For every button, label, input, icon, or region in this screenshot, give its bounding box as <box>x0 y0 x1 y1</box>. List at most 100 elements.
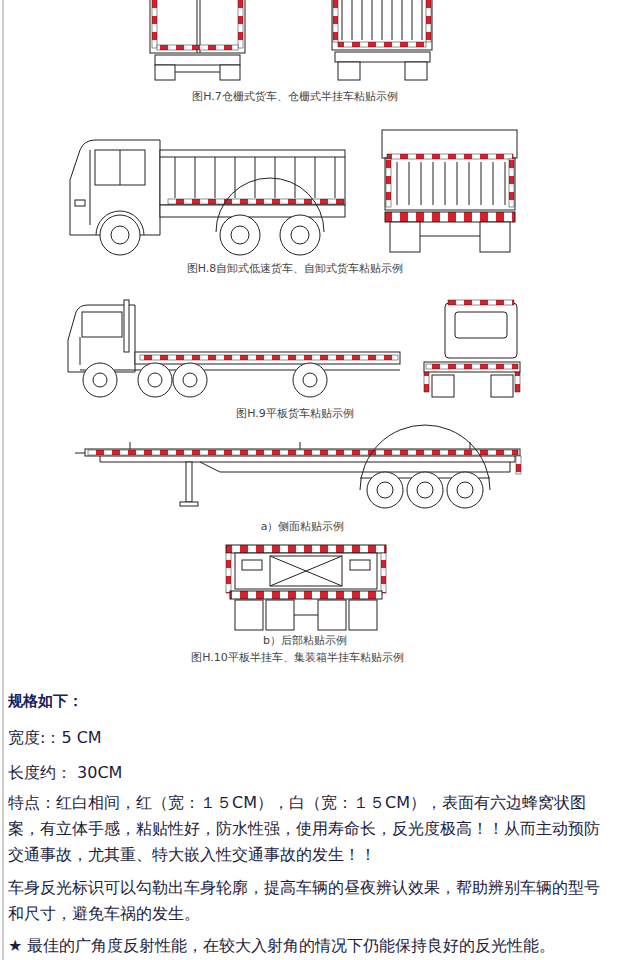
view-caption: b）后部粘贴示例 <box>0 634 610 648</box>
outline-rect <box>226 553 231 593</box>
outline-rect <box>385 158 515 210</box>
outline-rect <box>235 600 263 630</box>
outline-line <box>397 162 398 205</box>
semitrailer-rear <box>226 545 386 630</box>
outline-rect <box>381 553 386 593</box>
page-border <box>3 0 4 960</box>
outline-line <box>215 157 216 198</box>
highlight-note: ★ 最佳的广角度反射性能，在较大入射角的情况下仍能保持良好的反光性能。 <box>8 933 613 959</box>
outline-rect <box>432 375 454 397</box>
outline-rect <box>515 372 520 392</box>
wheel-circle <box>367 472 403 508</box>
outline-line <box>335 157 336 198</box>
outline-path <box>100 456 515 462</box>
outline-rect <box>155 65 175 80</box>
outline-rect <box>180 502 198 506</box>
outline-rect <box>230 591 382 599</box>
outline-rect <box>266 600 294 630</box>
outline-rect <box>82 312 122 337</box>
flatbed-truck-rear <box>424 300 520 397</box>
outline-line <box>315 157 316 198</box>
wheel-circle <box>377 482 393 498</box>
box-truck-side <box>150 0 245 80</box>
figure-caption: 图H.10平板半挂车、集装箱半挂车粘贴示例 <box>0 651 595 665</box>
outline-line <box>80 337 81 365</box>
outline-line <box>235 157 236 198</box>
stake-truck-rear <box>332 0 432 80</box>
wheel-circle <box>183 373 197 387</box>
outline-line <box>80 370 400 371</box>
wheel-circle <box>138 363 172 397</box>
figure-caption: 图H.8自卸式低速货车、自卸式货车粘贴示例 <box>0 262 590 276</box>
outline-rect <box>160 150 345 205</box>
outline-rect <box>516 456 521 474</box>
dump-truck-side <box>70 140 345 255</box>
wheel-circle <box>447 472 483 508</box>
outline-rect <box>426 364 518 369</box>
outline-line <box>412 0 413 40</box>
outline-rect <box>155 55 240 65</box>
outline-rect <box>235 553 377 589</box>
outline-rect <box>186 462 192 502</box>
outline-line <box>255 157 256 198</box>
outline-rect <box>242 560 262 570</box>
outline-rect <box>333 0 338 42</box>
outline-line <box>130 442 131 449</box>
outline-line <box>402 0 403 40</box>
wheel-circle <box>111 226 129 244</box>
outline-line <box>420 236 480 237</box>
outline-rect <box>238 0 243 48</box>
outline-line <box>270 556 342 586</box>
outline-rect <box>95 150 145 185</box>
view-caption: a）侧面粘贴示例 <box>0 520 605 534</box>
outline-line <box>90 150 91 225</box>
spec-line: 长度约： 30CM <box>8 760 608 786</box>
outline-path <box>200 462 510 472</box>
outline-line <box>481 162 482 205</box>
outline-line <box>295 157 296 198</box>
outline-line <box>433 162 434 205</box>
outline-line <box>120 150 121 185</box>
wheel-circle <box>148 373 162 387</box>
wheel-circle <box>100 215 140 255</box>
outline-line <box>160 157 345 158</box>
outline-rect <box>150 0 245 53</box>
outline-rect <box>349 600 377 630</box>
semitrailer-side <box>75 425 521 508</box>
wheel-circle <box>417 482 433 498</box>
outline-rect <box>226 545 386 553</box>
outline-rect <box>220 65 240 80</box>
outline-line <box>409 162 410 205</box>
outline-line <box>270 556 342 586</box>
outline-rect <box>386 159 391 207</box>
outline-line <box>195 157 196 198</box>
wheel-circle <box>407 472 443 508</box>
outline-line <box>300 442 301 449</box>
outline-rect <box>390 222 420 252</box>
outline-rect <box>382 130 517 158</box>
spec-heading: 规格如下： <box>8 690 608 712</box>
outline-rect <box>445 303 517 358</box>
outline-line <box>422 0 423 40</box>
wheel-circle <box>303 373 317 387</box>
wheel-circle <box>83 363 117 397</box>
outline-rect <box>270 556 342 586</box>
outline-line <box>275 157 276 198</box>
outline-rect <box>332 0 432 50</box>
wheel-circle <box>173 363 207 397</box>
outline-rect <box>75 200 85 206</box>
outline-rect <box>140 355 398 360</box>
dump-truck-rear <box>382 130 517 252</box>
outline-rect <box>426 0 431 42</box>
outline-line <box>382 0 383 40</box>
wheel-circle <box>231 226 249 244</box>
outline-line <box>457 162 458 205</box>
outline-rect <box>88 450 518 455</box>
outline-rect <box>157 45 238 50</box>
wheel-circle <box>291 226 309 244</box>
outline-rect <box>335 52 430 62</box>
wheel-circle <box>220 215 260 255</box>
outline-rect <box>338 62 360 80</box>
